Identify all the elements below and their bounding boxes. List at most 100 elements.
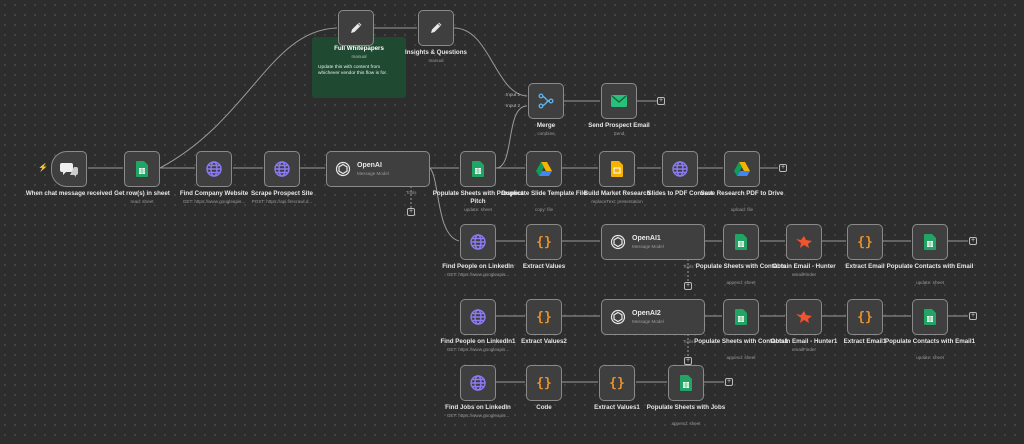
hunter1-sub: emailFinder — [792, 347, 816, 352]
pencil-icon — [351, 22, 362, 33]
openai1-sub: Message Model — [632, 244, 664, 249]
extract-email-node[interactable]: {} — [847, 224, 883, 260]
code-node[interactable]: {} — [526, 365, 562, 401]
extract-email1-node[interactable]: {} — [847, 299, 883, 335]
code-label: Code — [536, 404, 552, 411]
populate-email-sub: update: sheet — [916, 280, 944, 285]
note-body: Update this with content from whichever … — [318, 65, 388, 76]
send-email-add-button[interactable]: + — [657, 97, 665, 105]
hunter1-node[interactable] — [786, 299, 822, 335]
trigger-bolt-icon: ⚡ — [38, 163, 48, 172]
find-linkedin-sub: GET: https://www.googleapis... — [446, 272, 510, 277]
get-rows-sub: read: sheet — [130, 199, 154, 204]
sticky-note[interactable]: Full Whitepapers manual Update this with… — [312, 37, 406, 98]
openai-icon — [610, 234, 626, 250]
populate-pitch-sub: update: sheet — [464, 207, 492, 212]
find-linkedin-label: Find People on LinkedIn — [442, 263, 514, 270]
full-whitepapers-node[interactable] — [338, 10, 374, 46]
populate-contacts-node[interactable] — [723, 224, 759, 260]
find-jobs-node[interactable] — [460, 365, 496, 401]
find-company-sub: GET: https://www.googleapis... — [182, 199, 246, 204]
globe-icon — [274, 161, 290, 177]
duplicate-slide-sub: copy: file — [534, 207, 554, 212]
openai1-add-tool-button[interactable]: + — [684, 282, 692, 290]
chat-trigger-node[interactable] — [51, 151, 87, 187]
braces-icon: {} — [857, 309, 873, 325]
openai1-title: OpenAI1 — [632, 235, 661, 242]
google-sheets-icon — [924, 309, 936, 325]
note-sub: manual — [351, 54, 367, 59]
populate-contacts1-label: Populate Sheets with Contacts1 — [694, 338, 788, 345]
populate-email-add-button[interactable]: + — [969, 237, 977, 245]
build-research-node[interactable] — [599, 151, 635, 187]
find-linkedin-node[interactable] — [460, 224, 496, 260]
extract-values2-node[interactable]: {} — [526, 299, 562, 335]
openai2-add-tool-button[interactable]: + — [684, 357, 692, 365]
populate-email1-add-button[interactable]: + — [969, 312, 977, 320]
openai2-sub: Message Model — [632, 319, 664, 324]
hunter1-label: Obtain Email - Hunter1 — [770, 338, 838, 345]
extract-values-label: Extract Values — [522, 263, 566, 270]
populate-pitch-label: Populate Sheets with Prospect Pitch — [432, 190, 524, 205]
google-sheets-icon — [472, 161, 484, 177]
openai-add-tool-button[interactable]: + — [407, 208, 415, 216]
braces-icon: {} — [857, 234, 873, 250]
populate-contacts1-sub: append: sheet — [726, 355, 756, 360]
duplicate-slide-label: Duplicate Slide Template File — [501, 190, 587, 197]
chat-trigger-label: When chat message received — [25, 190, 113, 197]
find-company-node[interactable] — [196, 151, 232, 187]
find-linkedin1-label: Find People on LinkedIn1 — [440, 338, 516, 345]
slides-pdf-node[interactable] — [662, 151, 698, 187]
populate-pitch-node[interactable] — [460, 151, 496, 187]
google-drive-icon — [536, 162, 552, 176]
hunter-node[interactable] — [786, 224, 822, 260]
merge-node[interactable] — [528, 83, 564, 119]
google-sheets-icon — [136, 161, 148, 177]
google-sheets-icon — [924, 234, 936, 250]
scrape-prospect-node[interactable] — [264, 151, 300, 187]
duplicate-slide-node[interactable] — [526, 151, 562, 187]
populate-jobs-sub: append: sheet — [671, 421, 701, 426]
merge-label: Merge — [536, 122, 556, 129]
extract-email-label: Extract Email — [845, 263, 885, 270]
get-rows-node[interactable] — [124, 151, 160, 187]
extract-email1-label: Extract Email1 — [843, 338, 887, 345]
hunter-fox-icon — [796, 236, 812, 248]
build-research-label: Build Market Research — [583, 190, 651, 197]
save-pdf-node[interactable] — [724, 151, 760, 187]
braces-icon: {} — [536, 375, 552, 391]
pencil-icon — [431, 22, 442, 33]
note-title: Full Whitepapers — [334, 45, 384, 52]
slides-pdf-label: Slides to PDF Convert — [647, 190, 713, 197]
insights-node[interactable] — [418, 10, 454, 46]
openai-sub: Message Model — [357, 171, 389, 176]
openai-tools-label: Tools — [406, 190, 417, 195]
populate-jobs-node[interactable] — [668, 365, 704, 401]
hunter-label: Obtain Email - Hunter — [772, 263, 836, 270]
find-jobs-sub: GET: https://www.googleapis... — [446, 413, 510, 418]
google-sheets-icon — [735, 234, 747, 250]
populate-contacts1-node[interactable] — [723, 299, 759, 335]
openai2-tools-label: Tools — [683, 339, 694, 344]
find-linkedin1-node[interactable] — [460, 299, 496, 335]
send-email-node[interactable] — [601, 83, 637, 119]
populate-jobs-add-button[interactable]: + — [725, 378, 733, 386]
send-email-label: Send Prospect Email — [588, 122, 650, 129]
extract-values-node[interactable]: {} — [526, 224, 562, 260]
merge-icon — [538, 93, 554, 109]
save-pdf-label: Save Research PDF to Drive — [700, 190, 784, 197]
send-email-sub: Send — [613, 131, 625, 136]
populate-contacts-sub: append: sheet — [726, 280, 756, 285]
hunter-fox-icon — [796, 311, 812, 323]
populate-email1-sub: update: sheet — [916, 355, 944, 360]
populate-email-node[interactable] — [912, 224, 948, 260]
save-pdf-add-button[interactable]: + — [779, 164, 787, 172]
populate-email1-node[interactable] — [912, 299, 948, 335]
globe-icon — [672, 161, 688, 177]
extract-values1-node[interactable]: {} — [599, 365, 635, 401]
